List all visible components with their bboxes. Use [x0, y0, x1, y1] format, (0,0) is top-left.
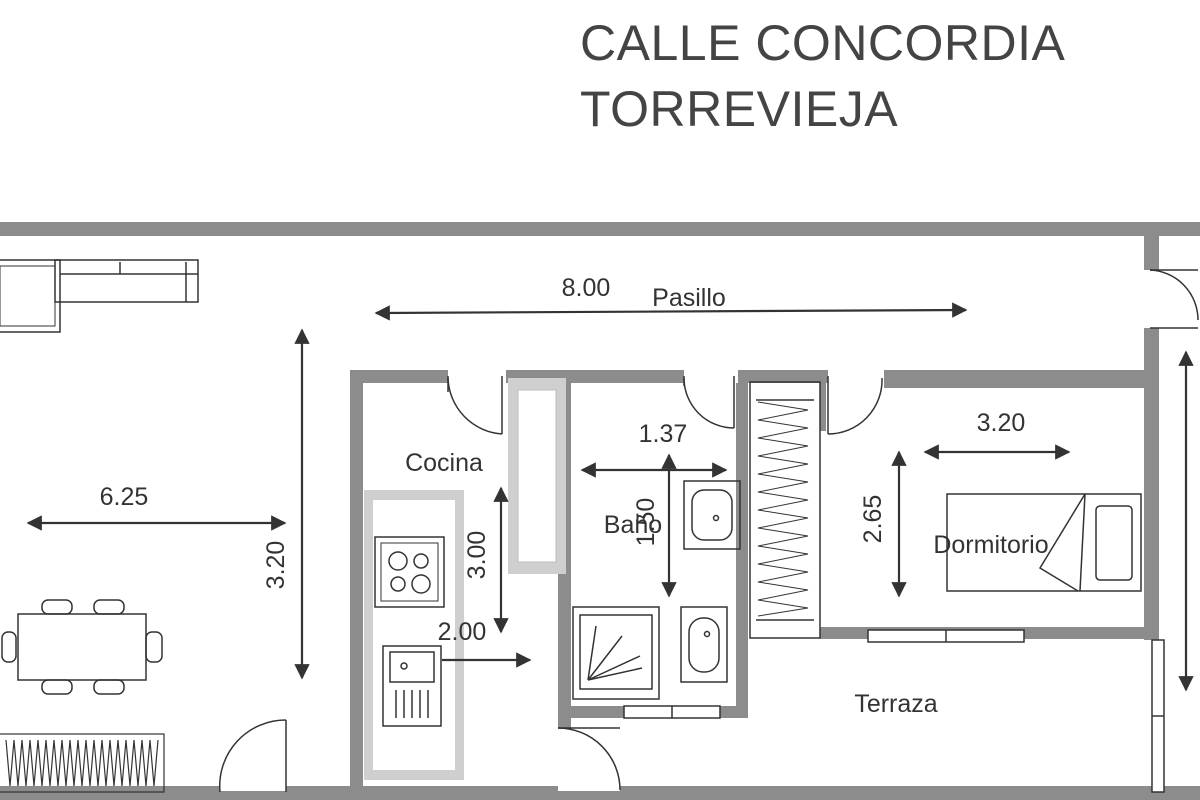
cocina-length-label: 3.00 — [463, 531, 491, 580]
room-labels: Pasillo Cocina Baño Dormitorio Terraza — [405, 284, 1049, 718]
shower — [572, 606, 660, 700]
dormitorio-label: Dormitorio — [933, 531, 1048, 559]
street-title: CALLE CONCORDIA — [580, 15, 1066, 71]
kitchen-left-wall — [350, 370, 363, 795]
kitchen-sink — [382, 645, 442, 727]
corridor-wall-mid2 — [738, 370, 828, 383]
city-title: TORREVIEJA — [580, 81, 899, 137]
bed — [946, 493, 1142, 592]
wardrobe — [749, 381, 821, 639]
dormitorio-depth-label: 2.65 — [859, 495, 887, 544]
toilet — [680, 606, 728, 683]
dormitorio-width-label: 3.20 — [977, 409, 1026, 437]
bottom-mid-stub — [286, 786, 558, 800]
right-wall-lower — [1144, 328, 1159, 640]
bano-width-label: 1.37 — [639, 420, 688, 448]
windows — [623, 629, 1165, 793]
bedroom-left-wall — [820, 383, 826, 431]
bath-right-wall — [736, 383, 748, 718]
dining-table — [1, 599, 163, 695]
bottom-outer-wall — [0, 791, 1200, 800]
entrance-door — [218, 719, 287, 793]
bottom-left-stub — [0, 786, 220, 800]
bath-door — [683, 376, 735, 429]
bano-depth-label: 1.50 — [632, 498, 660, 547]
kitchen-door — [447, 376, 503, 435]
pasillo-label: Pasillo — [652, 284, 726, 312]
stove — [374, 536, 445, 608]
top-outer-wall — [0, 222, 1200, 236]
interior-doors — [447, 269, 1199, 791]
dimension-arrows — [26, 302, 1194, 692]
salon-depth-label: 3.20 — [262, 541, 290, 590]
bottom-right-stub — [620, 786, 1200, 800]
bath-washbasin — [683, 480, 741, 550]
storage-unit — [0, 733, 165, 793]
sofa — [0, 259, 199, 333]
pasillo-length-label: 8.00 — [562, 274, 611, 302]
terraza-label: Terraza — [854, 690, 937, 718]
pasillo-arrow — [374, 302, 968, 321]
kitchen-partition — [508, 378, 566, 574]
cocina-counter-label: 2.00 — [438, 618, 487, 646]
salon-width-label: 6.25 — [100, 483, 149, 511]
right-door — [1149, 269, 1199, 329]
walls — [0, 222, 1200, 800]
corridor-wall-right — [884, 370, 1146, 388]
right-wall-upper — [1144, 236, 1159, 270]
bedroom-door — [827, 376, 883, 435]
cocina-label: Cocina — [405, 449, 483, 477]
terrace-door — [557, 727, 621, 791]
dimension-labels: 8.00 6.25 3.20 3.00 2.00 1.37 1.50 3.20 … — [100, 274, 1026, 646]
corridor-wall-left — [350, 370, 448, 383]
bano-label: Baño — [604, 511, 662, 539]
